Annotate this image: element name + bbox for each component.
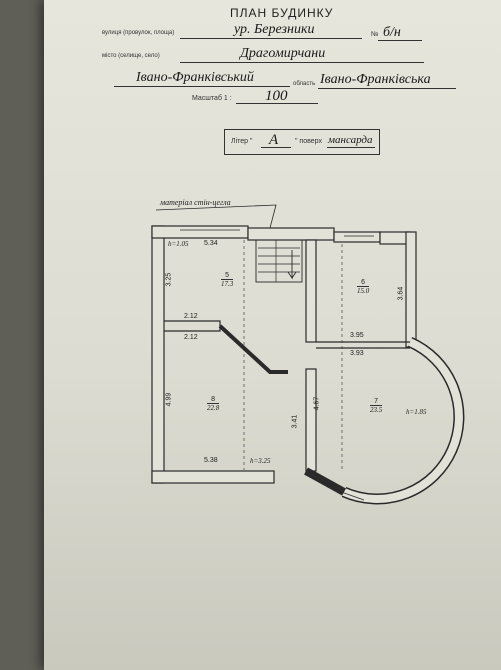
wall-left [151, 225, 165, 484]
height-top-left: h=1.05 [168, 240, 189, 248]
room-7: 7 23.5 [370, 398, 383, 414]
dim-341: 3.41 [291, 414, 299, 429]
window-marks [180, 225, 374, 501]
litera-label: Літер " [231, 138, 253, 145]
stair-steps [258, 240, 300, 282]
dim-538: 5.38 [204, 457, 218, 464]
litera-underline [261, 147, 291, 148]
material-leader [155, 204, 277, 229]
street-label: вулиця (провулок, площа) [102, 30, 175, 36]
dim-325: 3.25 [165, 272, 173, 287]
room-6-number: 6 [361, 279, 366, 286]
room-6: 6 15.0 [357, 279, 370, 295]
staircase [255, 239, 303, 283]
bay-wall-fill [342, 338, 463, 503]
dim-212b: 2.12 [184, 334, 198, 341]
scale-value: 100 [265, 88, 288, 104]
height-bottom: h=3.25 [250, 457, 271, 465]
bay-wall-link [304, 467, 346, 496]
room-7-number: 7 [374, 398, 379, 405]
dim-499: 4.99 [165, 392, 173, 407]
room-5-number: 5 [225, 272, 230, 279]
room-8-number: 8 [211, 396, 216, 403]
stair-arrow [287, 250, 297, 280]
room-8-area: 22.8 [207, 403, 220, 412]
floor-label: " поверх [295, 138, 322, 145]
partition-diagonal [218, 324, 288, 374]
height-right: h=1.85 [406, 408, 427, 416]
region-underline [318, 88, 456, 89]
city-underline [180, 62, 424, 63]
room-7-area: 23.5 [370, 405, 383, 414]
dim-467: 4.67 [313, 396, 321, 411]
district-value: Івано-Франківський [136, 70, 254, 85]
floor-plan [151, 204, 465, 505]
region-value: Івано-Франківська [320, 72, 431, 87]
litera-box: Літер " А " поверх мансарда [224, 129, 380, 155]
dim-395: 3.95 [350, 332, 364, 339]
floor-underline [327, 147, 375, 148]
city-value: Драгомирчани [240, 46, 326, 61]
city-label: місто (селище, село) [102, 53, 160, 59]
slope-lines [243, 240, 343, 470]
room-8: 8 22.8 [207, 396, 220, 412]
wall-top-right [333, 231, 381, 243]
document-title: ПЛАН БУДИНКУ [230, 6, 334, 20]
street-underline [180, 38, 362, 39]
wall-mid-vertical [305, 368, 317, 472]
wall-upper-vertical [305, 239, 317, 343]
document-sheet: ПЛАН БУДИНКУ вулиця (провулок, площа) ур… [44, 0, 501, 670]
scale-underline [236, 103, 318, 104]
number-label: № [371, 31, 379, 38]
dim-212a: 2.12 [184, 313, 198, 320]
dim-393: 3.93 [350, 350, 364, 357]
wall-top-left [151, 225, 249, 239]
street-value: ур. Березники [234, 22, 315, 37]
partition-left [164, 320, 221, 332]
wall-bottom-left [151, 470, 275, 484]
district-underline [114, 86, 290, 87]
dim-534: 5.34 [204, 240, 218, 247]
number-underline [378, 40, 422, 41]
litera-value: А [269, 132, 279, 148]
wall-material-label: матеріал стін-цегла [160, 198, 231, 207]
room-5: 5 17.3 [221, 272, 234, 288]
region-label: область [293, 81, 316, 87]
dim-364: 3.64 [397, 286, 405, 301]
scale-label: Масштаб 1 : [192, 95, 232, 102]
partition-right [316, 341, 410, 349]
room-6-area: 15.0 [357, 286, 370, 295]
room-5-area: 17.3 [221, 279, 234, 288]
wall-right [405, 231, 417, 348]
floor-value: мансарда [328, 134, 373, 146]
number-value: б/н [383, 25, 401, 40]
wall-top-stair [247, 227, 335, 241]
